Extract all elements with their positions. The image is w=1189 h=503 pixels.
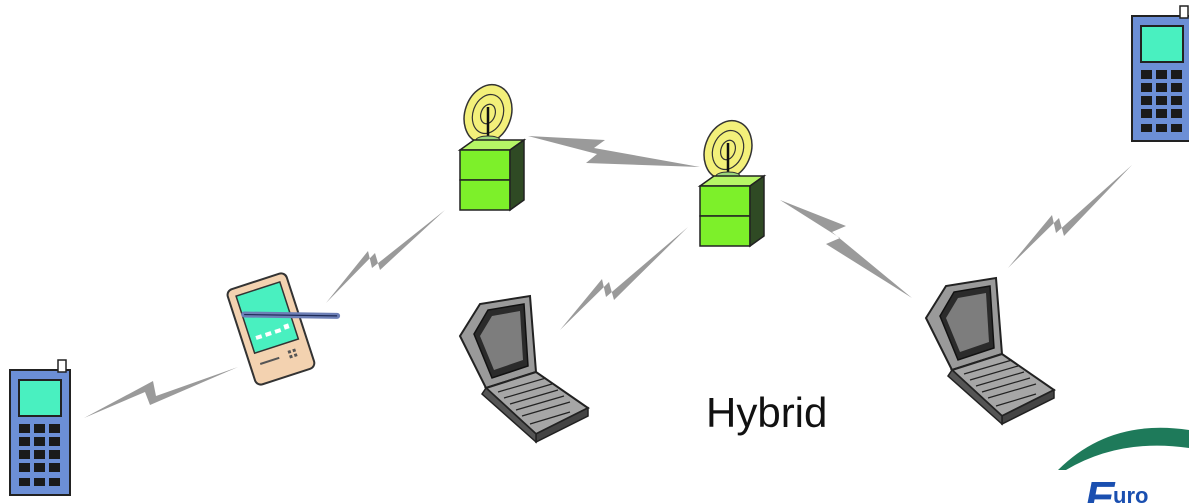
link-phone-pda	[84, 367, 238, 418]
euro-logo-icon: E uro	[1058, 427, 1189, 503]
laptop-icon	[459, 295, 589, 443]
svg-text:E: E	[1085, 473, 1116, 503]
link-laptop2-phone2	[1008, 165, 1132, 268]
link-station1-station2	[528, 136, 700, 167]
base-station-icon	[454, 76, 526, 212]
link-pda-station1	[326, 210, 445, 303]
svg-text:uro: uro	[1113, 483, 1148, 503]
base-station-icon	[694, 112, 766, 248]
mobile-phone-icon	[1131, 5, 1189, 142]
link-laptop-station2	[560, 227, 688, 330]
mobile-phone-icon	[9, 359, 71, 496]
pda-icon	[225, 270, 341, 388]
wireless-links	[84, 136, 1132, 418]
diagram-caption: Hybrid	[706, 389, 828, 436]
laptop-icon	[925, 277, 1055, 425]
link-station2-laptop2	[780, 200, 912, 298]
